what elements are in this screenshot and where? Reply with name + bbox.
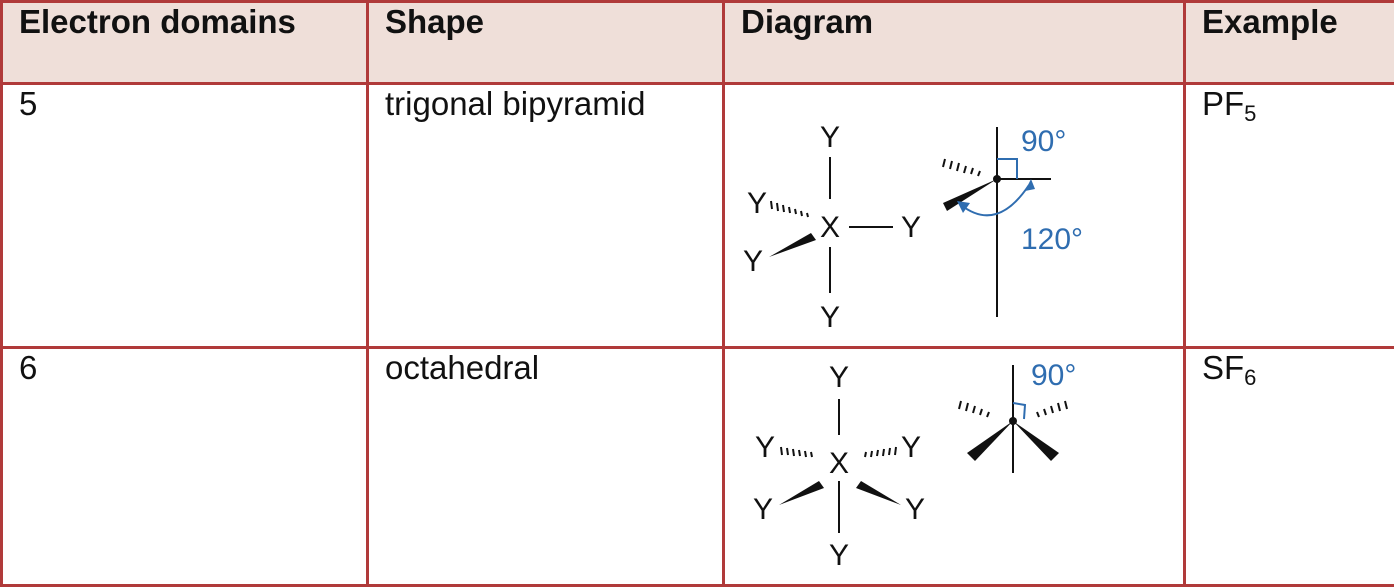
ligand-dash-right: Y [901,431,921,464]
dashed-bond-left [781,447,812,457]
ligand-wedge-left: Y [753,493,773,526]
angle-arc [961,185,1029,215]
example-formula: PF [1202,85,1244,122]
ligand-top: Y [829,361,849,394]
schematic-dashed-left [959,401,989,417]
header-electron-domains: Electron domains [2,2,368,84]
arrow-head-right [1025,179,1035,191]
schematic-wedge [943,179,997,211]
schematic-center [993,175,1001,183]
arrow-head-left [957,201,970,213]
shape-cell: trigonal bipyramid [368,84,724,348]
example-subscript: 5 [1244,101,1256,126]
example-formula: SF [1202,349,1244,386]
wedge-bond [769,233,816,257]
ligand-dash-left: Y [755,431,775,464]
domains-cell: 5 [2,84,368,348]
angle-label-120: 120° [1021,223,1083,256]
angle-label-90: 90° [1021,125,1066,158]
dashed-bond-right [865,447,896,457]
angle-label-90: 90° [1031,359,1076,392]
header-example: Example [1185,2,1394,84]
schematic-wedge-left [967,421,1013,461]
right-angle-marker [1013,403,1025,419]
ligand-bottom: Y [829,539,849,572]
center-atom: X [829,447,849,480]
shape-cell: octahedral [368,348,724,586]
right-angle-marker [997,159,1017,179]
ligand-bottom: Y [820,301,840,334]
wedge-bond-left [779,481,824,505]
table-row: 5 trigonal bipyramid Y X Y Y Y Y [2,84,1394,348]
schematic-dashed-bond [943,159,980,176]
table-row: 6 octahedral Y X Y Y Y Y Y [2,348,1394,586]
center-atom: X [820,211,840,244]
schematic-wedge-right [1013,421,1059,461]
header-shape: Shape [368,2,724,84]
ligand-wedge: Y [743,245,763,278]
example-cell: PF5 [1185,84,1394,348]
schematic-center [1009,417,1017,425]
diagram-cell: Y X Y Y Y Y [724,84,1185,348]
dashed-bond [771,201,808,217]
ligand-top: Y [820,121,840,154]
wedge-bond-right [856,481,901,505]
example-subscript: 6 [1244,365,1256,390]
domains-cell: 6 [2,348,368,586]
diagram-cell: Y X Y Y Y Y Y [724,348,1185,586]
ligand-dash: Y [747,187,767,220]
octahedral-diagram: Y X Y Y Y Y Y [725,349,1183,585]
header-row: Electron domains Shape Diagram Example [2,2,1394,84]
trigonal-bipyramid-diagram: Y X Y Y Y Y [725,85,1183,347]
ligand-right: Y [901,211,921,244]
ligand-wedge-right: Y [905,493,925,526]
schematic-dashed-right [1037,401,1067,417]
header-diagram: Diagram [724,2,1185,84]
example-cell: SF6 [1185,348,1394,586]
